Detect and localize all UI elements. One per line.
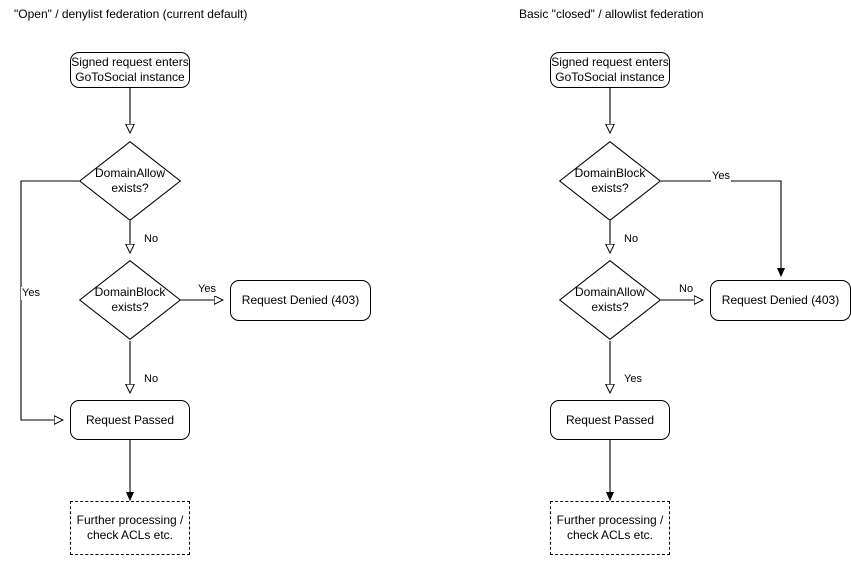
- diagram-title-closed-allowlist: Basic "closed" / allowlist federation: [519, 7, 704, 21]
- node-label: Request Passed: [85, 412, 175, 427]
- node-label: Signed request enters GoToSocial instanc…: [71, 55, 189, 84]
- edge-label-domainblock-yes-right: Yes: [711, 170, 731, 183]
- edge-label-domainblock-yes-left: Yes: [197, 283, 217, 296]
- node-label: DomainBlock exists?: [94, 285, 166, 314]
- node-label: DomainBlock exists?: [574, 166, 646, 195]
- edge-domainallow-yes-left: [20, 180, 79, 420]
- node-domainallow-exists-right[interactable]: DomainAllow exists?: [559, 260, 661, 340]
- edge-label-domainblock-no-right: No: [623, 233, 640, 246]
- node-label: Request Denied (403): [721, 293, 840, 307]
- node-label: Further processing / check ACLs etc.: [556, 513, 664, 542]
- diamond-shape-icon: [559, 260, 661, 340]
- diamond-shape-icon: [79, 141, 181, 221]
- node-further-processing-left[interactable]: Further processing / check ACLs etc.: [70, 501, 190, 555]
- node-signed-request-enters-left[interactable]: Signed request enters GoToSocial instanc…: [70, 52, 190, 88]
- node-request-passed-right[interactable]: Request Passed: [550, 400, 670, 440]
- edge-domainblock-yes-right: [661, 180, 781, 276]
- node-domainblock-exists-left[interactable]: DomainBlock exists?: [79, 260, 181, 340]
- edge-label-domainallow-yes-left: Yes: [21, 287, 41, 300]
- node-domainblock-exists-right[interactable]: DomainBlock exists?: [559, 141, 661, 221]
- edge-label-domainblock-no-left: No: [143, 373, 160, 386]
- node-label: Request Denied (403): [241, 293, 360, 307]
- edge-label-domainallow-yes-right: Yes: [623, 373, 643, 386]
- node-label: Signed request enters GoToSocial instanc…: [551, 55, 669, 84]
- node-domainallow-exists-left[interactable]: DomainAllow exists?: [79, 141, 181, 221]
- edge-label-domainallow-no-left: No: [143, 233, 160, 246]
- node-request-denied-left[interactable]: Request Denied (403): [230, 280, 371, 321]
- node-request-passed-left[interactable]: Request Passed: [70, 400, 190, 440]
- diagram-title-open-denylist: "Open" / denylist federation (current de…: [14, 7, 248, 21]
- node-request-denied-right[interactable]: Request Denied (403): [710, 280, 851, 321]
- node-label: Further processing / check ACLs etc.: [76, 513, 184, 542]
- diamond-shape-icon: [559, 141, 661, 221]
- node-further-processing-right[interactable]: Further processing / check ACLs etc.: [550, 501, 670, 555]
- node-label: Request Passed: [565, 412, 655, 427]
- node-signed-request-enters-right[interactable]: Signed request enters GoToSocial instanc…: [550, 52, 670, 88]
- diamond-shape-icon: [79, 260, 181, 340]
- node-label: DomainAllow exists?: [574, 285, 646, 314]
- node-label: DomainAllow exists?: [94, 166, 166, 195]
- edge-label-domainallow-no-right: No: [678, 283, 695, 296]
